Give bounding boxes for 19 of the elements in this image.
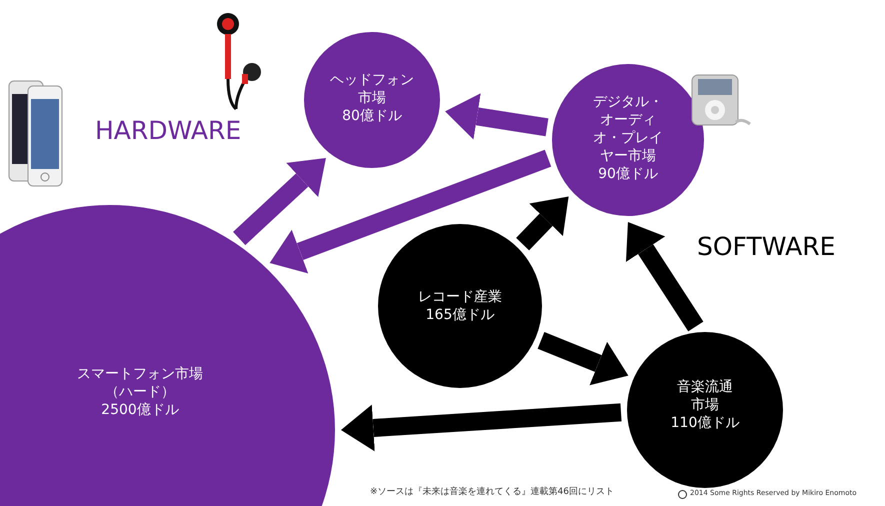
market-name: ヘッドフォン市場 <box>329 70 415 108</box>
market-size: 80億ドル <box>342 107 402 126</box>
arrow <box>538 332 628 386</box>
market-size: 165億ドル <box>426 306 494 324</box>
market-name: レコード産業 <box>418 288 502 306</box>
arrow <box>233 158 326 246</box>
market-size: 90億ドル <box>598 165 658 184</box>
source-note: ※ソースは『未来は音楽を連れてくる』連載第46回にリスト <box>370 486 614 498</box>
market-name: 音楽流通市場 <box>676 378 734 414</box>
arrow <box>516 196 569 250</box>
market-size: 2500億ドル <box>101 401 179 420</box>
arrow <box>626 222 704 332</box>
market-name: スマートフォン市場（ハード） <box>76 364 204 402</box>
market-name: デジタル・オーディオ・プレイヤー市場 <box>592 92 664 166</box>
market-size: 110億ドル <box>670 414 740 432</box>
section-heading: SOFTWARE <box>697 232 836 261</box>
arrow <box>445 93 548 140</box>
arrow <box>340 403 622 452</box>
section-heading: HARDWARE <box>95 116 242 145</box>
